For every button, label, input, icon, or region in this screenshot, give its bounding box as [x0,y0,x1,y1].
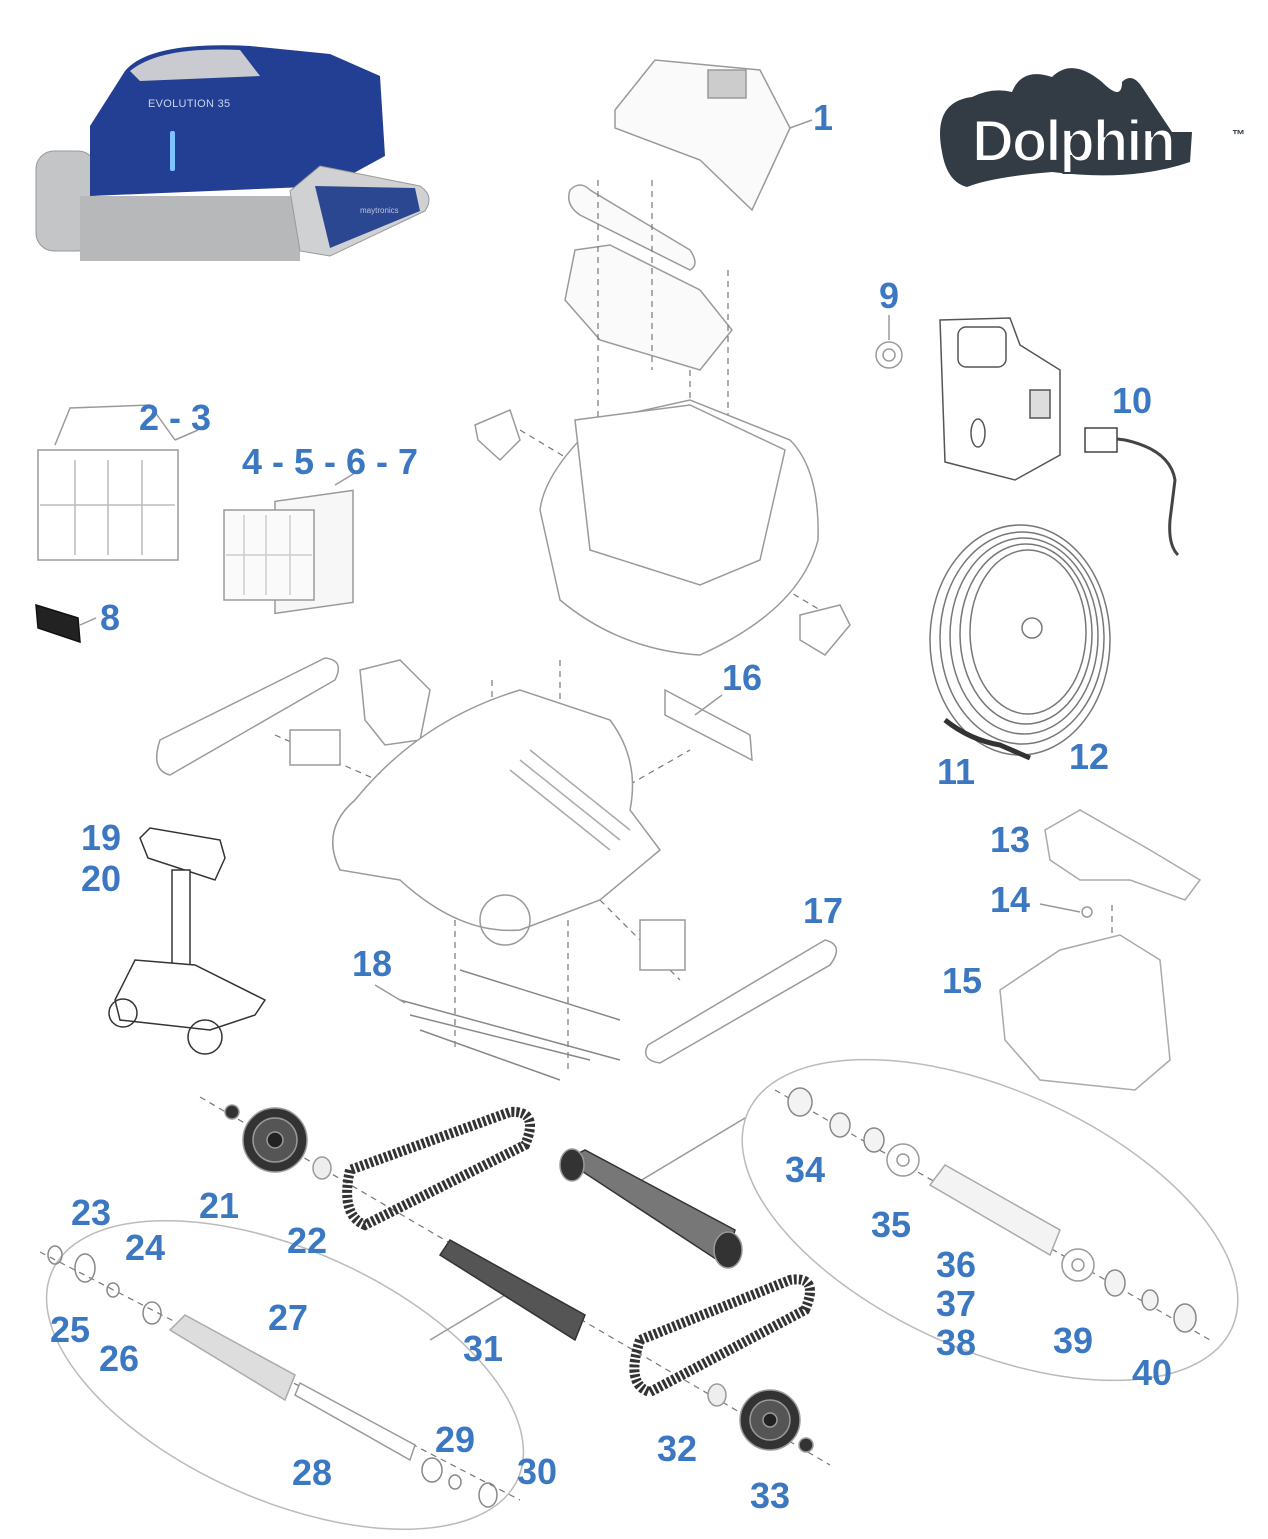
callout-34[interactable]: 34 [784,1149,826,1190]
part-21-wheel[interactable] [242,1107,308,1173]
callout-30[interactable]: 30 [516,1451,558,1492]
part-32-wheel[interactable] [739,1389,801,1451]
part-chassis[interactable] [332,689,662,932]
callout-23[interactable]: 23 [70,1192,112,1233]
part-floating-cable-coil[interactable] [929,524,1111,756]
part-top-grille [707,69,747,99]
part-27-brush[interactable] [168,1314,296,1402]
part-17-side-panel[interactable] [645,939,838,1064]
callout-16[interactable]: 16 [721,657,763,698]
callout-15[interactable]: 15 [941,960,983,1001]
part-brush-center[interactable] [563,1149,736,1267]
callout-21[interactable]: 21 [198,1185,240,1226]
group-outline-left [45,1219,525,1531]
part-32-track[interactable] [629,1274,815,1398]
callout-24[interactable]: 24 [124,1227,166,1268]
callout-8[interactable]: 8 [99,597,121,638]
callout-14[interactable]: 14 [989,879,1031,920]
callout-9[interactable]: 9 [878,275,900,316]
part-16-cover[interactable] [664,688,753,762]
callout-10[interactable]: 10 [1111,380,1153,421]
part-side-panel-left[interactable] [155,657,340,776]
dolphin-logo: Dolphin ™ [932,62,1252,192]
callout-39[interactable]: 39 [1052,1320,1094,1361]
callout-29[interactable]: 29 [434,1419,476,1460]
part-handle[interactable] [568,184,696,271]
group-outline-right [741,1058,1239,1382]
callout-31[interactable]: 31 [462,1328,504,1369]
callout-33[interactable]: 33 [749,1475,791,1516]
part-motor-unit[interactable] [999,934,1171,1091]
callout-36[interactable]: 36 [935,1244,977,1285]
part-power-supply[interactable] [939,317,1061,481]
logo-wave-shape [940,68,1192,187]
callout-38[interactable]: 38 [935,1322,977,1363]
callout-35[interactable]: 35 [870,1204,912,1245]
robot-model-label: EVOLUTION 35 [148,98,231,110]
callout-20[interactable]: 20 [80,858,122,899]
part-power-cable[interactable] [1084,433,1180,557]
callout-22[interactable]: 22 [286,1220,328,1261]
callout-26[interactable]: 26 [98,1338,140,1379]
part-31-brush[interactable] [438,1239,586,1342]
part-8-clip[interactable] [35,603,81,644]
logo-text: Dolphin [971,109,1177,175]
part-pcb[interactable] [639,919,686,971]
part-caddy[interactable] [114,959,267,1031]
robot-brand-label: maytronics [360,206,399,215]
part-36-brush[interactable] [928,1164,1061,1257]
callout-28[interactable]: 28 [291,1452,333,1493]
callout-17[interactable]: 17 [802,890,844,931]
part-bracket[interactable] [289,729,341,766]
callout-37[interactable]: 37 [935,1283,977,1324]
callout-11[interactable]: 11 [936,751,976,792]
part-28-tube[interactable] [294,1381,416,1462]
callout-19[interactable]: 19 [80,817,122,858]
callout-12[interactable]: 12 [1068,736,1110,777]
part-13-impeller-cover[interactable] [1044,809,1202,901]
callout-13[interactable]: 13 [989,819,1031,860]
callout-32[interactable]: 32 [656,1428,698,1469]
callout-40[interactable]: 40 [1131,1352,1173,1393]
part-top-cover[interactable] [614,59,791,212]
callout-25[interactable]: 25 [49,1309,91,1350]
callout-4-7[interactable]: 4 - 5 - 6 - 7 [241,441,419,482]
part-caddy-handle[interactable] [139,827,226,881]
logo-trademark: ™ [1232,127,1245,142]
callout-2-3[interactable]: 2 - 3 [138,397,212,438]
robot-product-image: EVOLUTION 35 maytronics [30,36,440,268]
callout-27[interactable]: 27 [267,1297,309,1338]
robot-illustration [35,45,430,261]
part-motor-mount[interactable] [359,659,431,746]
callout-1[interactable]: 1 [812,97,834,138]
part-side-clip-left[interactable] [474,408,521,462]
part-handle-frame[interactable] [564,244,733,371]
part-22-track[interactable] [342,1106,535,1231]
callout-18[interactable]: 18 [351,943,393,984]
part-9-swivel[interactable] [875,341,903,369]
part-18-clips[interactable] [399,969,621,1081]
part-14[interactable] [1081,906,1093,918]
part-side-clip-right[interactable] [799,604,851,656]
part-33[interactable] [798,1437,814,1453]
